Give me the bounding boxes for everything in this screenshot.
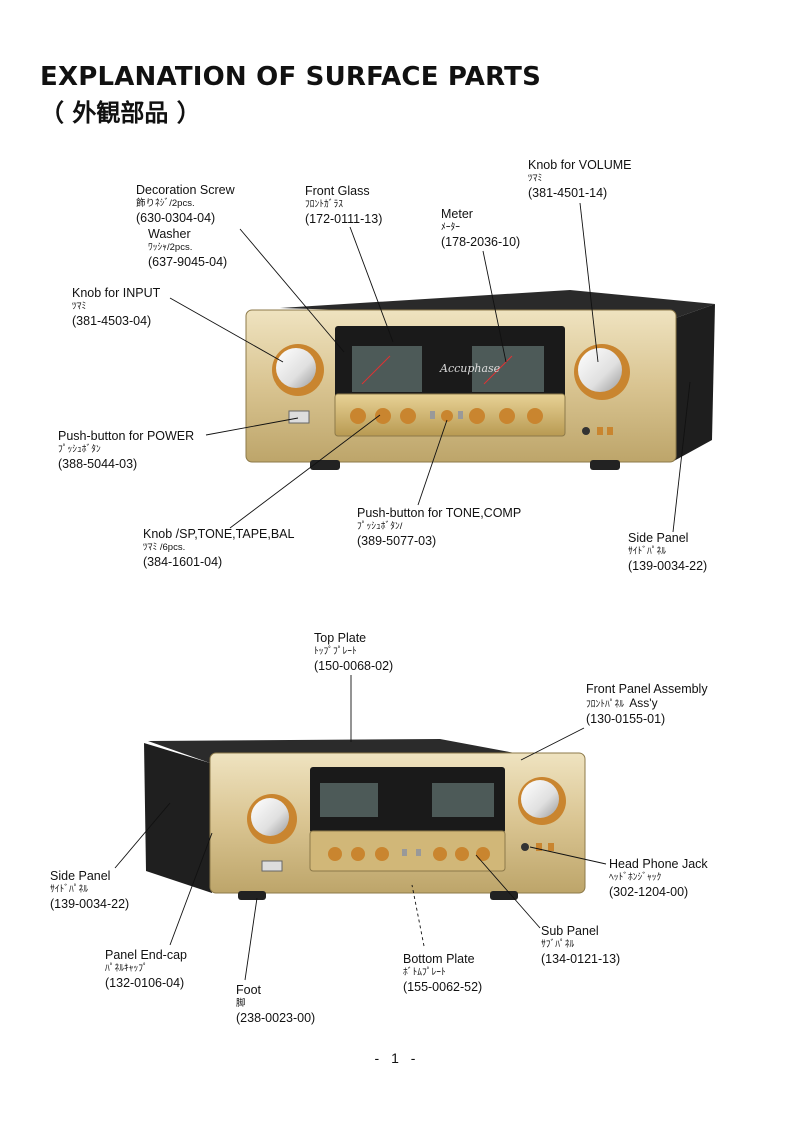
part-number: (381-4501-14) bbox=[528, 186, 608, 200]
part-name-ja: ﾜｯｼｬ/2pcs. bbox=[148, 242, 193, 253]
part-label-decoration-screw: Decoration Screw 飾りﾈｼﾞ/2pcs. (630-0304-0… bbox=[136, 182, 235, 270]
part-name: Knob for INPUT bbox=[72, 286, 161, 300]
part-number: (238-0023-00) bbox=[236, 1011, 316, 1025]
part-label-panel-end-cap: Panel End-cap ﾊﾟﾈﾙｷｬｯﾌﾟ (132-0106-04) bbox=[105, 947, 187, 991]
part-label-front-panel-assembly: Front Panel Assembly ﾌﾛﾝﾄﾊﾟﾈﾙ Ass'y (130… bbox=[586, 681, 708, 727]
part-label-sub-panel: Sub Panel ｻﾌﾞﾊﾟﾈﾙ (134-0121-13) bbox=[541, 923, 620, 967]
part-name: Panel End-cap bbox=[105, 948, 188, 962]
part-name-ja: ﾄｯﾌﾟﾌﾟﾚｰﾄ bbox=[314, 646, 357, 657]
part-number: (134-0121-13) bbox=[541, 952, 621, 966]
part-name-ja: ｻｲﾄﾞﾊﾟﾈﾙ bbox=[628, 546, 667, 557]
part-name: Meter bbox=[441, 207, 473, 221]
part-name-ja: ﾌﾟｯｼｭﾎﾞﾀﾝ bbox=[58, 444, 101, 455]
page-number: - 1 - bbox=[374, 1050, 420, 1066]
part-label-bottom-plate: Bottom Plate ﾎﾞﾄﾑﾌﾟﾚｰﾄ (155-0062-52) bbox=[403, 951, 482, 995]
part-label-side-panel: Side Panel ｻｲﾄﾞﾊﾟﾈﾙ (139-0034-22) bbox=[628, 530, 707, 574]
page-title: EXPLANATION OF SURFACE PARTS bbox=[40, 62, 542, 92]
part-name-ja: ﾒｰﾀｰ bbox=[441, 222, 461, 233]
part-name-ja: ｻﾌﾞﾊﾟﾈﾙ bbox=[541, 939, 575, 950]
part-name-ja: ｻｲﾄﾞﾊﾟﾈﾙ bbox=[50, 884, 89, 895]
part-label-knobs: Knob /SP,TONE,TAPE,BAL ﾂﾏﾐ /6pcs. (384-1… bbox=[143, 526, 294, 570]
part-name: Head Phone Jack bbox=[609, 857, 708, 871]
part-label-foot: Foot 脚 (238-0023-00) bbox=[236, 982, 315, 1026]
part-label-power-button: Push-button for POWER ﾌﾟｯｼｭﾎﾞﾀﾝ (388-504… bbox=[58, 428, 194, 472]
part-name: Side Panel bbox=[50, 869, 111, 883]
part-label-volume-knob: Knob for VOLUME ﾂﾏﾐ (381-4501-14) bbox=[528, 157, 632, 201]
part-name: Side Panel bbox=[628, 531, 689, 545]
part-label-meter: Meter ﾒｰﾀｰ (178-2036-10) bbox=[441, 206, 520, 250]
part-name: Knob /SP,TONE,TAPE,BAL bbox=[143, 527, 295, 541]
part-label-top-plate: Top Plate ﾄｯﾌﾟﾌﾟﾚｰﾄ (150-0068-02) bbox=[314, 630, 393, 674]
amplifier-photo-front: Accuphase bbox=[245, 290, 715, 470]
part-number: (389-5077-03) bbox=[357, 534, 437, 548]
part-name-ja: ﾂﾏﾐ /6pcs. bbox=[143, 542, 186, 553]
part-name-ja: ﾌﾛﾝﾄｶﾞﾗｽ bbox=[305, 199, 344, 210]
part-name: Front Glass bbox=[305, 184, 370, 198]
page-subtitle: （ 外観部品 ） bbox=[40, 99, 201, 127]
part-label-front-glass: Front Glass ﾌﾛﾝﾄｶﾞﾗｽ (172-0111-13) bbox=[305, 183, 382, 227]
part-name-ja: ﾍｯﾄﾞﾎﾝｼﾞｬｯｸ bbox=[609, 872, 662, 883]
part-name-ja: ﾂﾏﾐ bbox=[72, 301, 87, 312]
part-number: (630-0304-04) bbox=[136, 211, 216, 225]
part-name-ja: ﾎﾞﾄﾑﾌﾟﾚｰﾄ bbox=[403, 967, 446, 978]
part-label-side-panel-2: Side Panel ｻｲﾄﾞﾊﾟﾈﾙ (139-0034-22) bbox=[50, 868, 129, 912]
part-name: Knob for VOLUME bbox=[528, 158, 632, 172]
part-label-headphone-jack: Head Phone Jack ﾍｯﾄﾞﾎﾝｼﾞｬｯｸ (302-1204-00… bbox=[609, 856, 708, 900]
part-number: (155-0062-52) bbox=[403, 980, 483, 994]
part-number: (302-1204-00) bbox=[609, 885, 689, 899]
part-number: (139-0034-22) bbox=[628, 559, 708, 573]
part-number: (150-0068-02) bbox=[314, 659, 394, 673]
part-name: Sub Panel bbox=[541, 924, 599, 938]
part-name: Push-button for TONE,COMP bbox=[357, 506, 522, 520]
part-number: (384-1601-04) bbox=[143, 555, 223, 569]
part-number: (388-5044-03) bbox=[58, 457, 138, 471]
part-name-ja: 脚 bbox=[236, 998, 246, 1009]
part-number: (178-2036-10) bbox=[441, 235, 521, 249]
part-name-ja: ﾊﾟﾈﾙｷｬｯﾌﾟ bbox=[105, 963, 148, 974]
part-name: Foot bbox=[236, 983, 262, 997]
part-number: (172-0111-13) bbox=[305, 212, 383, 226]
part-number: (139-0034-22) bbox=[50, 897, 130, 911]
part-number: (132-0106-04) bbox=[105, 976, 185, 990]
part-name-ja: 飾りﾈｼﾞ/2pcs. bbox=[136, 198, 195, 209]
part-number: (637-9045-04) bbox=[148, 255, 228, 269]
part-label-tone-comp-button: Push-button for TONE,COMP ﾌﾟｯｼｭﾎﾞﾀﾝ/ (38… bbox=[357, 505, 521, 549]
part-name-ja: ﾂﾏﾐ bbox=[528, 173, 543, 184]
part-name: Bottom Plate bbox=[403, 952, 475, 966]
part-label-input-knob: Knob for INPUT ﾂﾏﾐ (381-4503-04) bbox=[72, 285, 160, 329]
part-name: Front Panel Assembly bbox=[586, 682, 708, 696]
part-name: Push-button for POWER bbox=[58, 429, 195, 443]
part-name: Decoration Screw bbox=[136, 183, 235, 197]
amplifier-photo-angled bbox=[144, 739, 586, 900]
part-name: Top Plate bbox=[314, 631, 367, 645]
part-name-ja: ﾌﾟｯｼｭﾎﾞﾀﾝ/ bbox=[357, 521, 403, 532]
part-number: (381-4503-04) bbox=[72, 314, 152, 328]
svg-text:Accuphase: Accuphase bbox=[439, 362, 501, 375]
part-name: Washer bbox=[148, 227, 191, 241]
part-number: (130-0155-01) bbox=[586, 712, 666, 726]
part-name-ja: ﾌﾛﾝﾄﾊﾟﾈﾙ Ass'y bbox=[586, 696, 658, 710]
